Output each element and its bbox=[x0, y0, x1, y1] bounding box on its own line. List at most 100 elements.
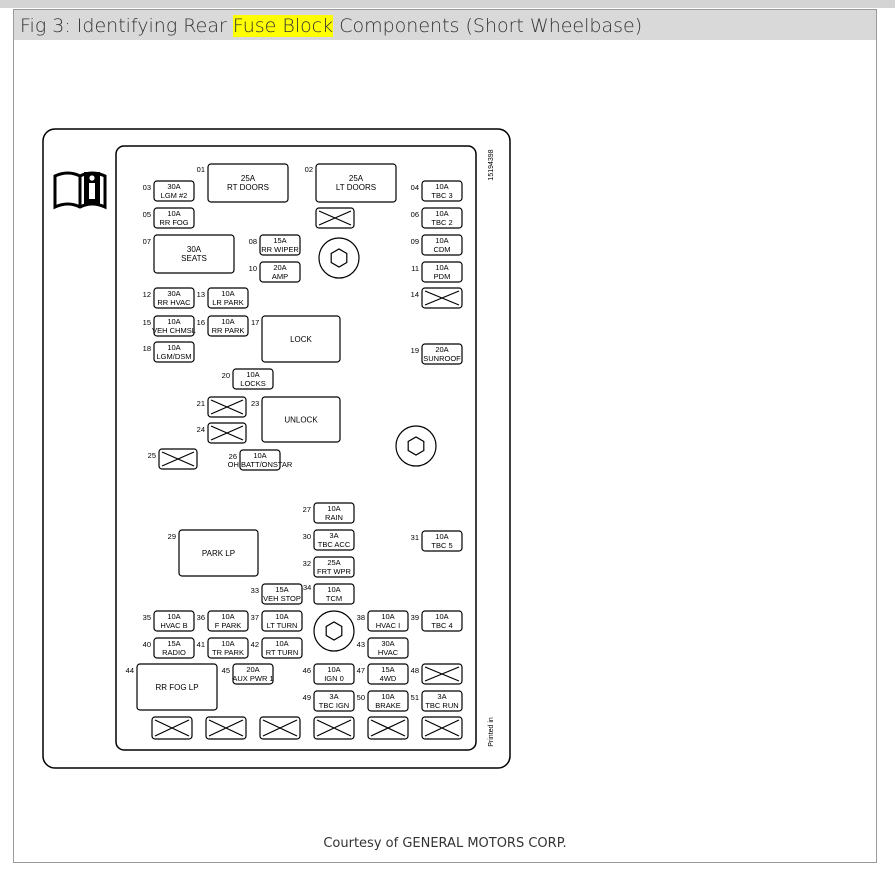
fuse-rating: 3A bbox=[329, 531, 338, 540]
fuse-name: SEATS bbox=[181, 254, 207, 263]
fuse-rating: 3A bbox=[437, 692, 446, 701]
fuse-name: FRT WPR bbox=[317, 567, 351, 576]
fuse bbox=[421, 610, 463, 632]
empty-slot-cross bbox=[424, 719, 460, 737]
fuse bbox=[232, 368, 274, 390]
figure-credit: Courtesy of GENERAL MOTORS CORP. bbox=[323, 836, 567, 851]
fuse-name: 4WD bbox=[380, 674, 397, 683]
fuse-name: VEH STOP bbox=[263, 594, 301, 603]
fuse bbox=[261, 637, 303, 659]
position-number: 23 bbox=[251, 399, 259, 408]
fuse-rating: 10A bbox=[167, 209, 180, 218]
fuse-rating: 10A bbox=[221, 612, 234, 621]
position-number: 41 bbox=[197, 640, 205, 649]
printed-in-label: Printed in bbox=[488, 717, 495, 747]
fuse-name: HVAC I bbox=[376, 621, 400, 630]
fuse-name: LGM #2 bbox=[161, 191, 188, 200]
position-number: 20 bbox=[222, 371, 230, 380]
position-number: 32 bbox=[303, 559, 311, 568]
position-number: 29 bbox=[168, 532, 176, 541]
fuse-rating: 10A bbox=[167, 317, 180, 326]
position-number: 30 bbox=[303, 532, 311, 541]
fuse bbox=[421, 234, 463, 256]
fuse-name: RR HVAC bbox=[157, 298, 191, 307]
position-number: 38 bbox=[357, 613, 365, 622]
position-number: 19 bbox=[411, 346, 419, 355]
fuse-name: CDM bbox=[433, 245, 450, 254]
position-number: 37 bbox=[251, 613, 259, 622]
fuse bbox=[153, 207, 195, 229]
fuse-name: HVAC bbox=[378, 648, 399, 657]
position-number: 07 bbox=[143, 237, 151, 246]
owners-manual-book-icon bbox=[53, 171, 107, 210]
fuse-rating: 30A bbox=[167, 289, 180, 298]
fuse bbox=[313, 690, 355, 712]
fuse-rating: 10A bbox=[167, 612, 180, 621]
fuse bbox=[153, 610, 195, 632]
relay bbox=[136, 663, 218, 711]
position-number: 24 bbox=[197, 425, 205, 434]
position-number: 10 bbox=[249, 264, 257, 273]
fuse bbox=[367, 610, 409, 632]
fuse bbox=[207, 163, 289, 203]
relay-label: LOCK bbox=[290, 335, 312, 344]
position-number: 47 bbox=[357, 666, 365, 675]
fuse-rating: 10A bbox=[435, 236, 448, 245]
figure-title-bar: Fig 3: Identifying Rear Fuse Block Compo… bbox=[14, 10, 876, 40]
fuse-name: AMP bbox=[272, 272, 288, 281]
fuse-rating: 10A bbox=[327, 585, 340, 594]
fuse bbox=[259, 234, 301, 256]
fuse bbox=[367, 663, 409, 685]
position-number: 12 bbox=[143, 290, 151, 299]
fuse-name: TBC 3 bbox=[431, 191, 452, 200]
empty-slot-cross bbox=[316, 719, 352, 737]
fuse bbox=[421, 180, 463, 202]
fuse-rating: 20A bbox=[435, 345, 448, 354]
fuse-name: RAIN bbox=[325, 513, 343, 522]
fuse-name: RR FOG bbox=[159, 218, 188, 227]
fuse-name: TBC 4 bbox=[431, 621, 452, 630]
fuse bbox=[367, 690, 409, 712]
position-number: 43 bbox=[357, 640, 365, 649]
fuse-name: PDM bbox=[434, 272, 451, 281]
fuse bbox=[421, 207, 463, 229]
position-number: 50 bbox=[357, 693, 365, 702]
fuse-name: RT TURN bbox=[266, 648, 299, 657]
fuse-name: RADIO bbox=[162, 648, 186, 657]
fuse-rating: 10A bbox=[221, 639, 234, 648]
position-number: 18 bbox=[143, 344, 151, 353]
fuse-block-outline bbox=[42, 128, 511, 769]
position-number: 09 bbox=[411, 237, 419, 246]
position-number: 42 bbox=[251, 640, 259, 649]
fuse-name: LR PARK bbox=[212, 298, 244, 307]
fuse-rating: 15A bbox=[381, 665, 394, 674]
fuse-rating: 3A bbox=[329, 692, 338, 701]
fuse bbox=[261, 610, 303, 632]
fuse-rating: 30A bbox=[167, 182, 180, 191]
position-number: 44 bbox=[126, 666, 134, 675]
mounting-stud bbox=[318, 237, 360, 279]
fuse bbox=[421, 690, 463, 712]
position-number: 02 bbox=[305, 165, 313, 174]
position-number: 27 bbox=[303, 505, 311, 514]
fuse bbox=[153, 315, 195, 337]
fuse bbox=[313, 583, 355, 605]
position-number: 21 bbox=[197, 399, 205, 408]
stud-hex bbox=[407, 436, 425, 456]
top-strip bbox=[0, 0, 895, 8]
empty-slot-cross bbox=[154, 719, 190, 737]
fuse bbox=[207, 610, 249, 632]
position-number: 51 bbox=[411, 693, 419, 702]
position-number: 49 bbox=[303, 693, 311, 702]
fuse bbox=[313, 663, 355, 685]
fuse bbox=[153, 234, 235, 274]
position-number: 45 bbox=[222, 666, 230, 675]
fuse-rating: 30A bbox=[187, 245, 202, 254]
position-number: 05 bbox=[143, 210, 151, 219]
title-highlight: Fuse Block bbox=[232, 15, 334, 37]
fuse bbox=[313, 502, 355, 524]
fuse-rating: 10A bbox=[275, 612, 288, 621]
figure-title: Fig 3: Identifying Rear Fuse Block Compo… bbox=[20, 15, 642, 37]
empty-slot-cross bbox=[318, 210, 352, 226]
